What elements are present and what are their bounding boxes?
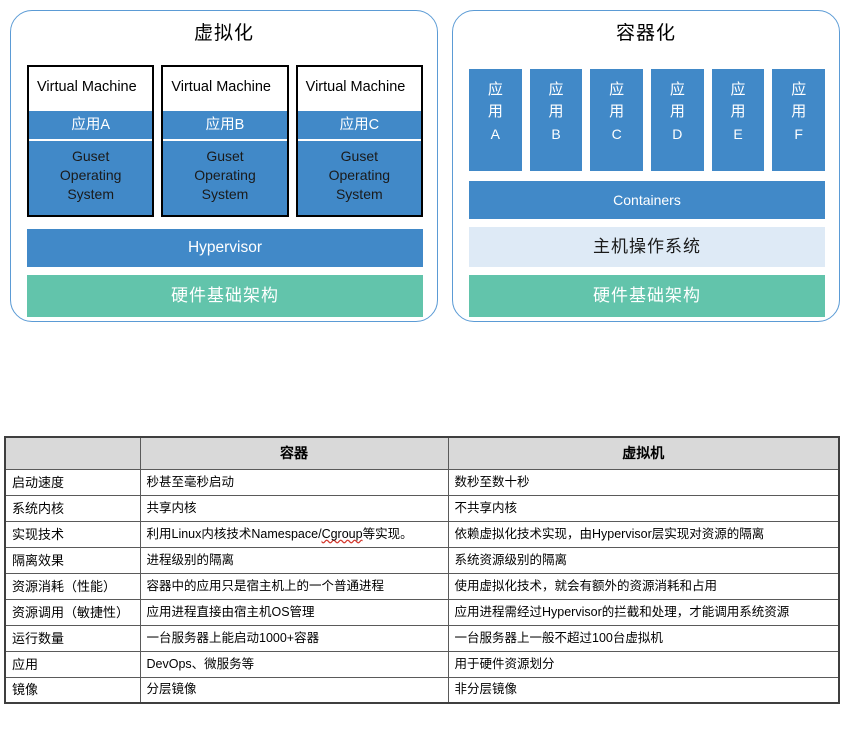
table-row: 实现技术利用Linux内核技术Namespace/Cgroup等实现。依赖虚拟化…	[4, 520, 840, 548]
container-app-cn-c: 应用	[609, 81, 625, 120]
container-app-box-b: 应用 B	[529, 69, 583, 171]
container-app-cn-d: 应用	[669, 81, 685, 120]
hypervisor-layer: Hypervisor	[27, 229, 423, 267]
container-app-letter-b: B	[551, 126, 561, 142]
vm-title-c: Virtual Machine	[305, 79, 406, 95]
table-cell-virtual-machine: 一台服务器上一般不超过100台虚拟机	[447, 624, 840, 652]
vm-app-label-a: 应用A	[29, 111, 153, 141]
table-cell-virtual-machine: 数秒至数十秒	[447, 468, 840, 496]
containerization-panel-title: 容器化	[615, 23, 676, 44]
table-cell-virtual-machine: 应用进程需经过Hypervisor的拦截和处理，才能调用系统资源	[447, 598, 840, 626]
table-cell-container: 一台服务器上能启动1000+容器	[139, 624, 449, 652]
containerization-panel: 容器化 应用 A 应用 B 应用 C 应用 D 应用 E	[452, 10, 840, 322]
container-app-cn-b: 应用	[548, 81, 564, 120]
container-vs-vm-comparison-table: 容器 虚拟机 启动速度秒甚至毫秒启动数秒至数十秒系统内核共享内核不共享内核实现技…	[4, 436, 840, 704]
hardware-infrastructure-layer-right: 硬件基础架构	[469, 275, 825, 317]
table-row: 系统内核共享内核不共享内核	[4, 494, 840, 522]
container-app-cn-e: 应用	[730, 81, 746, 120]
hardware-infrastructure-layer-left: 硬件基础架构	[27, 275, 423, 317]
table-row-label: 资源消耗（性能）	[4, 572, 141, 600]
table-row-label: 启动速度	[4, 468, 141, 496]
table-cell-container: 应用进程直接由宿主机OS管理	[139, 598, 449, 626]
container-app-row: 应用 A 应用 B 应用 C 应用 D 应用 E 应用 F	[469, 69, 826, 171]
container-app-box-c: 应用 C	[590, 69, 644, 171]
table-cell-container: 容器中的应用只是宿主机上的一个普通进程	[139, 572, 449, 600]
table-cell-virtual-machine: 使用虚拟化技术，就会有额外的资源消耗和占用	[447, 572, 840, 600]
table-row: 资源消耗（性能）容器中的应用只是宿主机上的一个普通进程使用虚拟化技术，就会有额外…	[4, 572, 840, 600]
table-header-row: 容器 虚拟机	[4, 436, 840, 470]
host-operating-system-layer: 主机操作系统	[469, 227, 825, 267]
table-cell-container: 进程级别的隔离	[139, 546, 449, 574]
container-app-box-f: 应用 F	[772, 69, 826, 171]
table-body: 启动速度秒甚至毫秒启动数秒至数十秒系统内核共享内核不共享内核实现技术利用Linu…	[4, 468, 840, 704]
table-cell-virtual-machine: 用于硬件资源划分	[447, 650, 840, 678]
table-row-label: 系统内核	[4, 494, 141, 522]
table-cell-container: 共享内核	[139, 494, 449, 522]
table-row-label: 隔离效果	[4, 546, 141, 574]
containers-layer: Containers	[469, 181, 825, 219]
table-row: 隔离效果进程级别的隔离系统资源级别的隔离	[4, 546, 840, 574]
container-app-cn-f: 应用	[791, 81, 807, 120]
container-app-box-e: 应用 E	[711, 69, 765, 171]
container-app-letter-f: F	[794, 126, 803, 142]
table-cell-virtual-machine: 非分层镜像	[447, 676, 840, 704]
virtualization-panel-title: 虚拟化	[193, 23, 254, 44]
table-row: 运行数量一台服务器上能启动1000+容器一台服务器上一般不超过100台虚拟机	[4, 624, 840, 652]
container-app-cn-a: 应用	[487, 81, 503, 120]
table-cell-container: 利用Linux内核技术Namespace/Cgroup等实现。	[139, 520, 449, 548]
table-header-virtual-machine: 虚拟机	[447, 436, 840, 470]
table-header-container: 容器	[139, 436, 449, 470]
table-row-label: 实现技术	[4, 520, 141, 548]
container-app-box-d: 应用 D	[651, 69, 704, 171]
table-corner-cell	[4, 436, 141, 470]
table-cell-container: 分层镜像	[139, 676, 449, 704]
container-app-box-a: 应用 A	[469, 69, 522, 171]
container-app-letter-c: C	[611, 126, 622, 142]
container-app-letter-e: E	[733, 126, 743, 142]
table-row: 启动速度秒甚至毫秒启动数秒至数十秒	[4, 468, 840, 496]
table-row-label: 运行数量	[4, 624, 141, 652]
table-row-label: 应用	[4, 650, 141, 678]
table-cell-virtual-machine: 不共享内核	[447, 494, 840, 522]
vm-title-a: Virtual Machine	[37, 79, 137, 95]
table-row-label: 镜像	[4, 676, 141, 704]
container-app-letter-d: D	[672, 126, 683, 142]
table-cell-virtual-machine: 系统资源级别的隔离	[447, 546, 840, 574]
table-row-label: 资源调用（敏捷性）	[4, 598, 141, 626]
table-cell-container: DevOps、微服务等	[139, 650, 449, 678]
vm-app-label-c: 应用C	[297, 111, 421, 141]
table-cell-virtual-machine: 依赖虚拟化技术实现，由Hypervisor层实现对资源的隔离	[447, 520, 840, 548]
container-app-letter-a: A	[490, 126, 500, 142]
table-cell-container: 秒甚至毫秒启动	[139, 468, 449, 496]
table-row: 资源调用（敏捷性）应用进程直接由宿主机OS管理应用进程需经过Hypervisor…	[4, 598, 840, 626]
table-row: 镜像分层镜像非分层镜像	[4, 676, 840, 704]
spellcheck-underlined-word: Cgroup	[321, 526, 363, 541]
vm-app-label-b: 应用B	[163, 111, 287, 141]
vm-title-b: Virtual Machine	[171, 79, 272, 95]
